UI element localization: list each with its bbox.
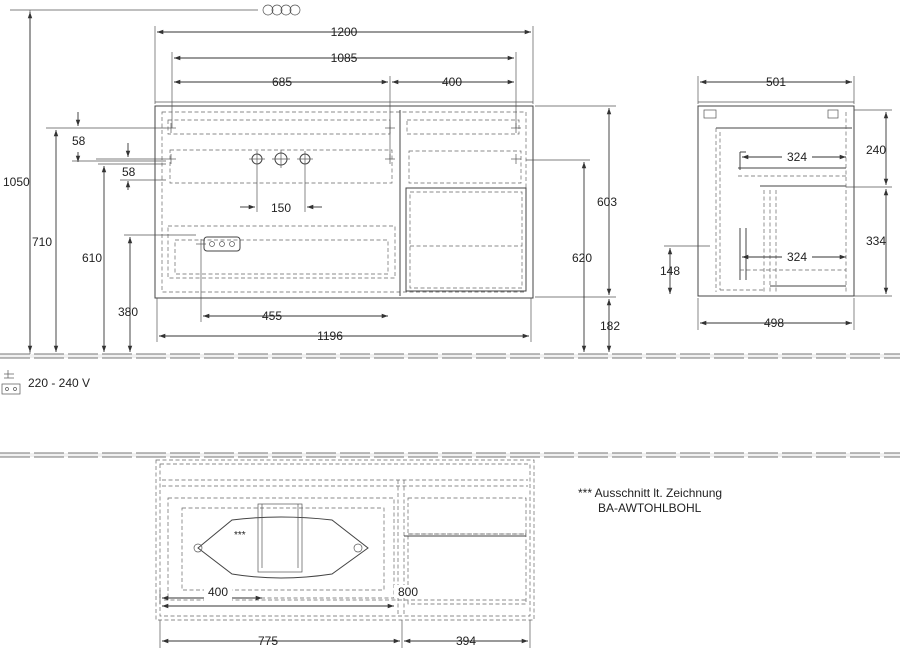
dim-width-total: 1200 <box>331 25 358 39</box>
dim-offset-800: 800 <box>398 585 418 599</box>
dim-height-240: 240 <box>866 143 886 157</box>
tap-fittings-icon <box>249 150 313 168</box>
dim-height-58-second: 58 <box>122 165 136 179</box>
top-view: *** 400 800 775 394 *** Ausschnitt lt. Z… <box>155 459 722 648</box>
front-view: 1200 1085 685 400 150 455 1196 1050 710 <box>3 4 620 354</box>
side-view: 501 498 324 324 240 334 148 <box>660 75 892 330</box>
dim-height-334: 334 <box>866 234 886 248</box>
cutout-marker: *** <box>234 530 246 541</box>
dim-height-380: 380 <box>118 305 138 319</box>
basin-cutout <box>193 503 369 579</box>
dim-width-inner: 1085 <box>331 51 358 65</box>
dim-height-710: 710 <box>32 235 52 249</box>
dim-inner-upper: 324 <box>787 150 807 164</box>
dim-height-148: 148 <box>660 264 680 278</box>
dim-height-total: 1050 <box>3 175 30 189</box>
dim-height-603: 603 <box>597 195 617 209</box>
dim-inner-lower: 324 <box>787 250 807 264</box>
voltage-label: 220 - 240 V <box>28 376 90 390</box>
socket-icon <box>203 236 241 252</box>
mounting-point-icon <box>166 123 521 249</box>
dim-height-610: 610 <box>82 251 102 265</box>
cabinet-front <box>154 101 534 299</box>
floor-line-upper <box>0 353 900 359</box>
dim-taps-spacing: 150 <box>271 201 291 215</box>
dim-width-775: 775 <box>258 634 278 648</box>
dim-height-620: 620 <box>572 251 592 265</box>
dim-width-left: 685 <box>272 75 292 89</box>
dim-width-394: 394 <box>456 634 476 648</box>
dim-socket-offset: 455 <box>262 309 282 323</box>
power-connection: 220 - 240 V <box>1 370 90 395</box>
dim-height-182: 182 <box>600 319 620 333</box>
floor-line-lower <box>0 452 900 458</box>
dim-depth-bottom: 498 <box>764 316 784 330</box>
plug-icon <box>1 370 21 395</box>
dim-offset-400: 400 <box>208 585 228 599</box>
reference-rings-icon <box>262 4 301 16</box>
dim-width-bottom: 1196 <box>317 329 343 343</box>
cutout-note-line2: BA-AWTOHLBOHL <box>598 501 702 515</box>
dim-height-58-top: 58 <box>72 134 86 148</box>
cutout-note-line1: *** Ausschnitt lt. Zeichnung <box>578 486 722 500</box>
dim-depth-top: 501 <box>766 75 786 89</box>
dim-width-right: 400 <box>442 75 462 89</box>
